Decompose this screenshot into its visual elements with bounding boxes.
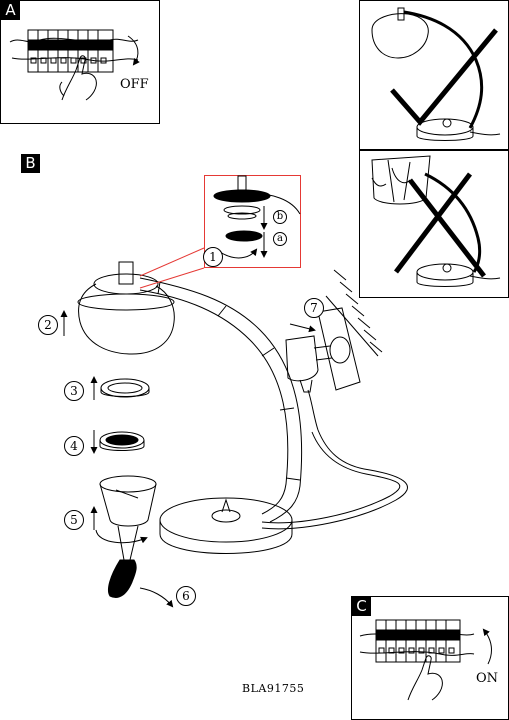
power-plug [285,335,333,393]
panel-c-breaker [359,619,492,701]
ring-washer [100,378,150,398]
lamp-shade [77,261,175,355]
cross-mark-icon [394,172,486,278]
circuit-breaker-icon [27,29,114,73]
substep-b: b [273,210,287,224]
wall-outlet [317,269,383,391]
section-label-a: A [1,1,20,20]
model-code: BLA91755 [242,682,305,695]
check-mark-icon [390,28,498,126]
ring-nut [99,431,145,451]
substep-a: a [273,232,287,246]
panel-correct-lamp [371,7,501,141]
on-label: ON [476,671,499,686]
lamp-arm [139,277,303,523]
step-1: 1 [203,247,223,267]
step-7: 7 [304,298,324,318]
step-6: 6 [176,586,196,606]
power-cable [261,389,408,530]
step-arrows [60,310,174,608]
hand-icon [59,55,97,101]
section-label-c: C [352,597,371,616]
step-5: 5 [64,510,84,530]
step-3: 3 [64,381,84,401]
off-label: OFF [120,77,149,92]
step-4: 4 [64,436,84,456]
step-2: 2 [38,315,58,335]
section-label-b: B [21,154,40,173]
detail-callout [139,175,301,289]
lamp-base [159,497,293,554]
panel-a-breaker [9,29,140,101]
lamp-socket [99,475,157,598]
detail-parts [213,175,301,259]
